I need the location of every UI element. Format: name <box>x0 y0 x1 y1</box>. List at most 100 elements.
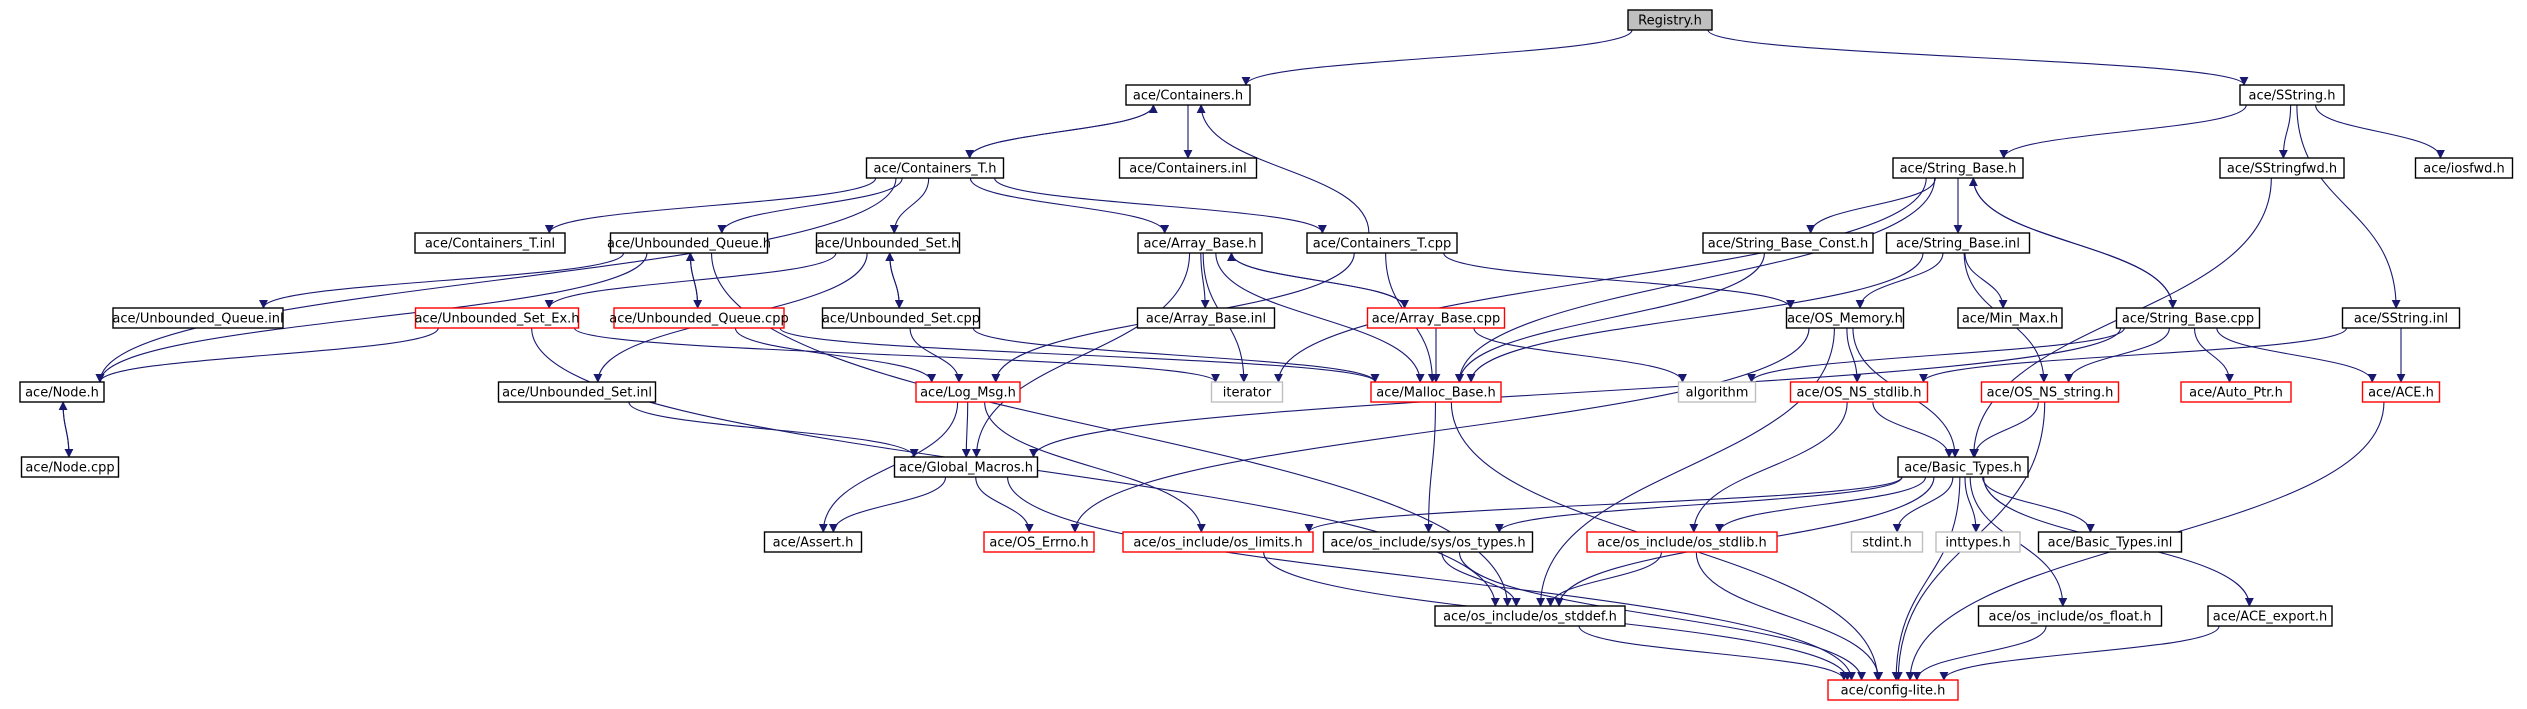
node-sys-types[interactable]: ace/os_include/sys/os_types.h <box>1322 531 1534 553</box>
edge-log-msg-to-assert-h <box>818 401 959 533</box>
node-containers-inl[interactable]: ace/Containers.inl <box>1118 157 1258 179</box>
edge-containers-t-to-containers-t-cpp <box>994 177 1327 234</box>
node-box <box>763 531 863 553</box>
node-label: stdint.h <box>1862 536 1911 551</box>
node-array-base-inl[interactable]: ace/Array_Base.inl <box>1136 307 1276 329</box>
node-label: ace/OS_NS_string.h <box>1987 386 2114 401</box>
edge-unbounded-queue-to-node-h <box>95 252 648 383</box>
node-box <box>414 307 580 329</box>
node-config-lite[interactable]: ace/config-lite.h <box>1827 679 1959 701</box>
edge-string-base-cpp-to-ace-h <box>2216 327 2377 383</box>
node-registry[interactable]: Registry.h <box>1627 9 1713 31</box>
node-box <box>19 381 105 403</box>
node-label: ace/Basic_Types.h <box>1904 461 2021 476</box>
edge-os-stddef-to-config-lite <box>1578 625 1849 681</box>
node-stdint[interactable]: stdint.h <box>1850 531 1924 553</box>
node-box <box>1137 232 1263 254</box>
node-unbounded-set[interactable]: ace/Unbounded_Set.h <box>815 232 961 254</box>
node-malloc-base[interactable]: ace/Malloc_Base.h <box>1370 381 1502 403</box>
node-inttypes[interactable]: inttypes.h <box>1935 531 2021 553</box>
node-string-base-cpp[interactable]: ace/String_Base.cpp <box>2115 307 2261 329</box>
node-node-cpp[interactable]: ace/Node.cpp <box>20 456 120 478</box>
node-log-msg[interactable]: ace/Log_Msg.h <box>915 381 1021 403</box>
node-sstring-inl[interactable]: ace/SString.inl <box>2341 307 2461 329</box>
node-unbounded-queue-inl[interactable]: ace/Unbounded_Queue.inl <box>112 307 284 329</box>
node-box <box>1210 381 1284 403</box>
edge-string-base-inl-to-min-max <box>1964 252 2008 309</box>
node-box <box>112 307 284 329</box>
node-box <box>1850 531 1924 553</box>
node-label: ace/Malloc_Base.h <box>1376 386 1496 401</box>
node-box <box>2341 307 2461 329</box>
node-assert-h[interactable]: ace/Assert.h <box>763 531 863 553</box>
node-array-base[interactable]: ace/Array_Base.h <box>1137 232 1263 254</box>
edge-string-base-cpp-to-os-ns-string <box>2064 327 2170 383</box>
node-unbounded-set-ex[interactable]: ace/Unbounded_Set_Ex.h <box>414 307 580 329</box>
node-os-ns-string[interactable]: ace/OS_NS_string.h <box>1980 381 2120 403</box>
node-unbounded-set-cpp[interactable]: ace/Unbounded_Set.cpp <box>821 307 981 329</box>
node-os-limits[interactable]: ace/os_include/os_limits.h <box>1122 531 1314 553</box>
node-containers[interactable]: ace/Containers.h <box>1125 84 1251 106</box>
node-unbounded-set-inl[interactable]: ace/Unbounded_Set.inl <box>497 381 657 403</box>
node-label: ace/Array_Base.cpp <box>1372 312 1500 327</box>
node-label: ace/Containers_T.h <box>873 162 996 177</box>
node-label: iterator <box>1223 386 1272 401</box>
node-os-errno[interactable]: ace/OS_Errno.h <box>983 531 1095 553</box>
edge-basic-types-to-os-limits <box>1304 476 1903 533</box>
node-os-stdlib[interactable]: ace/os_include/os_stdlib.h <box>1586 531 1778 553</box>
node-box <box>414 232 566 254</box>
node-box <box>2361 381 2441 403</box>
edge-array-base-to-array-base-inl <box>1200 252 1210 309</box>
node-ace-h[interactable]: ace/ACE.h <box>2361 381 2441 403</box>
node-unbounded-queue[interactable]: ace/Unbounded_Queue.h <box>607 232 771 254</box>
node-algorithm[interactable]: algorithm <box>1677 381 1757 403</box>
node-min-max[interactable]: ace/Min_Max.h <box>1957 307 2063 329</box>
edge-unbounded-set-inl-to-global-macros <box>628 401 919 458</box>
node-unbounded-queue-cpp[interactable]: ace/Unbounded_Queue.cpp <box>609 307 789 329</box>
node-label: ace/Min_Max.h <box>1962 312 2058 327</box>
node-containers-t[interactable]: ace/Containers_T.h <box>865 157 1005 179</box>
node-box <box>1977 605 2163 627</box>
node-sstring[interactable]: ace/SString.h <box>2239 84 2345 106</box>
edge-sstring-to-iosfwd <box>2315 104 2445 159</box>
node-string-base-const[interactable]: ace/String_Base_Const.h <box>1702 232 1874 254</box>
edge-containers-t-to-unbounded-set <box>889 177 930 234</box>
node-sstringfwd[interactable]: ace/SStringfwd.h <box>2219 157 2345 179</box>
node-basic-types[interactable]: ace/Basic_Types.h <box>1897 456 2029 478</box>
node-box <box>821 307 981 329</box>
node-os-float[interactable]: ace/os_include/os_float.h <box>1977 605 2163 627</box>
node-box <box>1322 531 1534 553</box>
node-basic-types-inl[interactable]: ace/Basic_Types.inl <box>2037 531 2183 553</box>
node-containers-t-cpp[interactable]: ace/Containers_T.cpp <box>1306 232 1458 254</box>
node-box <box>893 456 1039 478</box>
node-box <box>2115 307 2261 329</box>
node-string-base-inl[interactable]: ace/String_Base.inl <box>1885 232 2031 254</box>
node-os-stddef[interactable]: ace/os_include/os_stddef.h <box>1434 605 1626 627</box>
edge-string-base-cpp-to-algorithm <box>1747 327 2125 383</box>
node-os-memory[interactable]: ace/OS_Memory.h <box>1785 307 1905 329</box>
edge-os-ns-stdlib-to-os-stdlib <box>1689 401 1848 533</box>
node-global-macros[interactable]: ace/Global_Macros.h <box>893 456 1039 478</box>
node-ace-export[interactable]: ace/ACE_export.h <box>2207 605 2333 627</box>
node-label: ace/SStringfwd.h <box>2227 162 2337 177</box>
edge-array-base-to-global-macros <box>971 252 1191 458</box>
node-os-ns-stdlib[interactable]: ace/OS_NS_stdlib.h <box>1789 381 1929 403</box>
node-box <box>2207 605 2333 627</box>
node-string-base[interactable]: ace/String_Base.h <box>1892 157 2024 179</box>
node-containers-t-inl[interactable]: ace/Containers_T.inl <box>414 232 566 254</box>
node-box <box>1935 531 2021 553</box>
node-box <box>915 381 1021 403</box>
edge-array-base-cpp-to-algorithm <box>1473 327 1687 383</box>
edge-os-stdlib-to-config-lite <box>1695 551 1884 681</box>
node-label: ace/Unbounded_Set.inl <box>502 386 652 401</box>
node-node-h[interactable]: ace/Node.h <box>19 381 105 403</box>
node-label: ace/String_Base.inl <box>1896 237 2020 252</box>
node-label: ace/String_Base.h <box>1900 162 2017 177</box>
edge-unbounded-set-cpp-to-malloc-base <box>972 327 1380 383</box>
edge-unbounded-queue-to-unbounded-queue-inl <box>259 252 625 309</box>
node-iosfwd[interactable]: ace/iosfwd.h <box>2414 157 2514 179</box>
node-array-base-cpp[interactable]: ace/Array_Base.cpp <box>1366 307 1506 329</box>
node-auto-ptr[interactable]: ace/Auto_Ptr.h <box>2180 381 2292 403</box>
node-label: ace/Global_Macros.h <box>899 461 1033 476</box>
node-iterator[interactable]: iterator <box>1210 381 1284 403</box>
